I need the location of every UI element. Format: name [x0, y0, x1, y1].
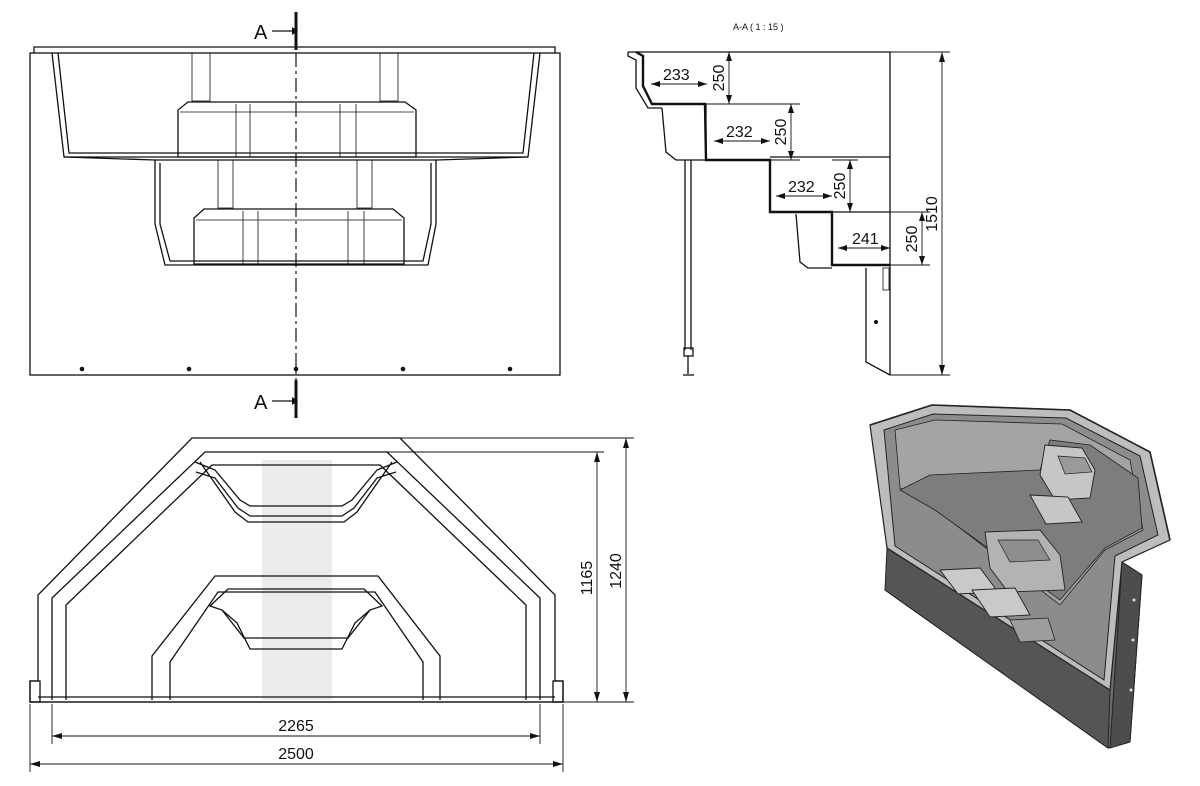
dim-outer-width: 2500 — [278, 746, 314, 763]
pool-3d-render — [869, 404, 1171, 749]
dim-step3-depth: 232 — [788, 179, 815, 196]
dim-step4-height: 250 — [904, 226, 921, 253]
dim-outer-depth: 1240 — [608, 553, 625, 589]
dim-inner-width: 2265 — [278, 718, 314, 735]
dim-step2-depth: 232 — [726, 124, 753, 141]
section-view: A-A ( 1 : 15 ) 1510 — [627, 22, 950, 376]
section-label-bottom: A — [254, 392, 268, 414]
dim-total-height: 1510 — [924, 196, 941, 232]
dim-step1-height: 250 — [711, 65, 728, 92]
dim-step3-height: 250 — [832, 173, 849, 200]
dim-step1-depth: 233 — [663, 67, 690, 84]
section-label-top: A — [254, 22, 268, 44]
dim-inner-depth: 1165 — [579, 561, 596, 596]
front-view: A A — [29, 12, 561, 418]
plan-view: 1165 1240 2265 2500 — [29, 437, 634, 772]
dim-step4-depth: 241 — [852, 231, 879, 248]
section-caption: A-A ( 1 : 15 ) — [733, 22, 784, 32]
dim-step2-height: 250 — [773, 119, 790, 146]
